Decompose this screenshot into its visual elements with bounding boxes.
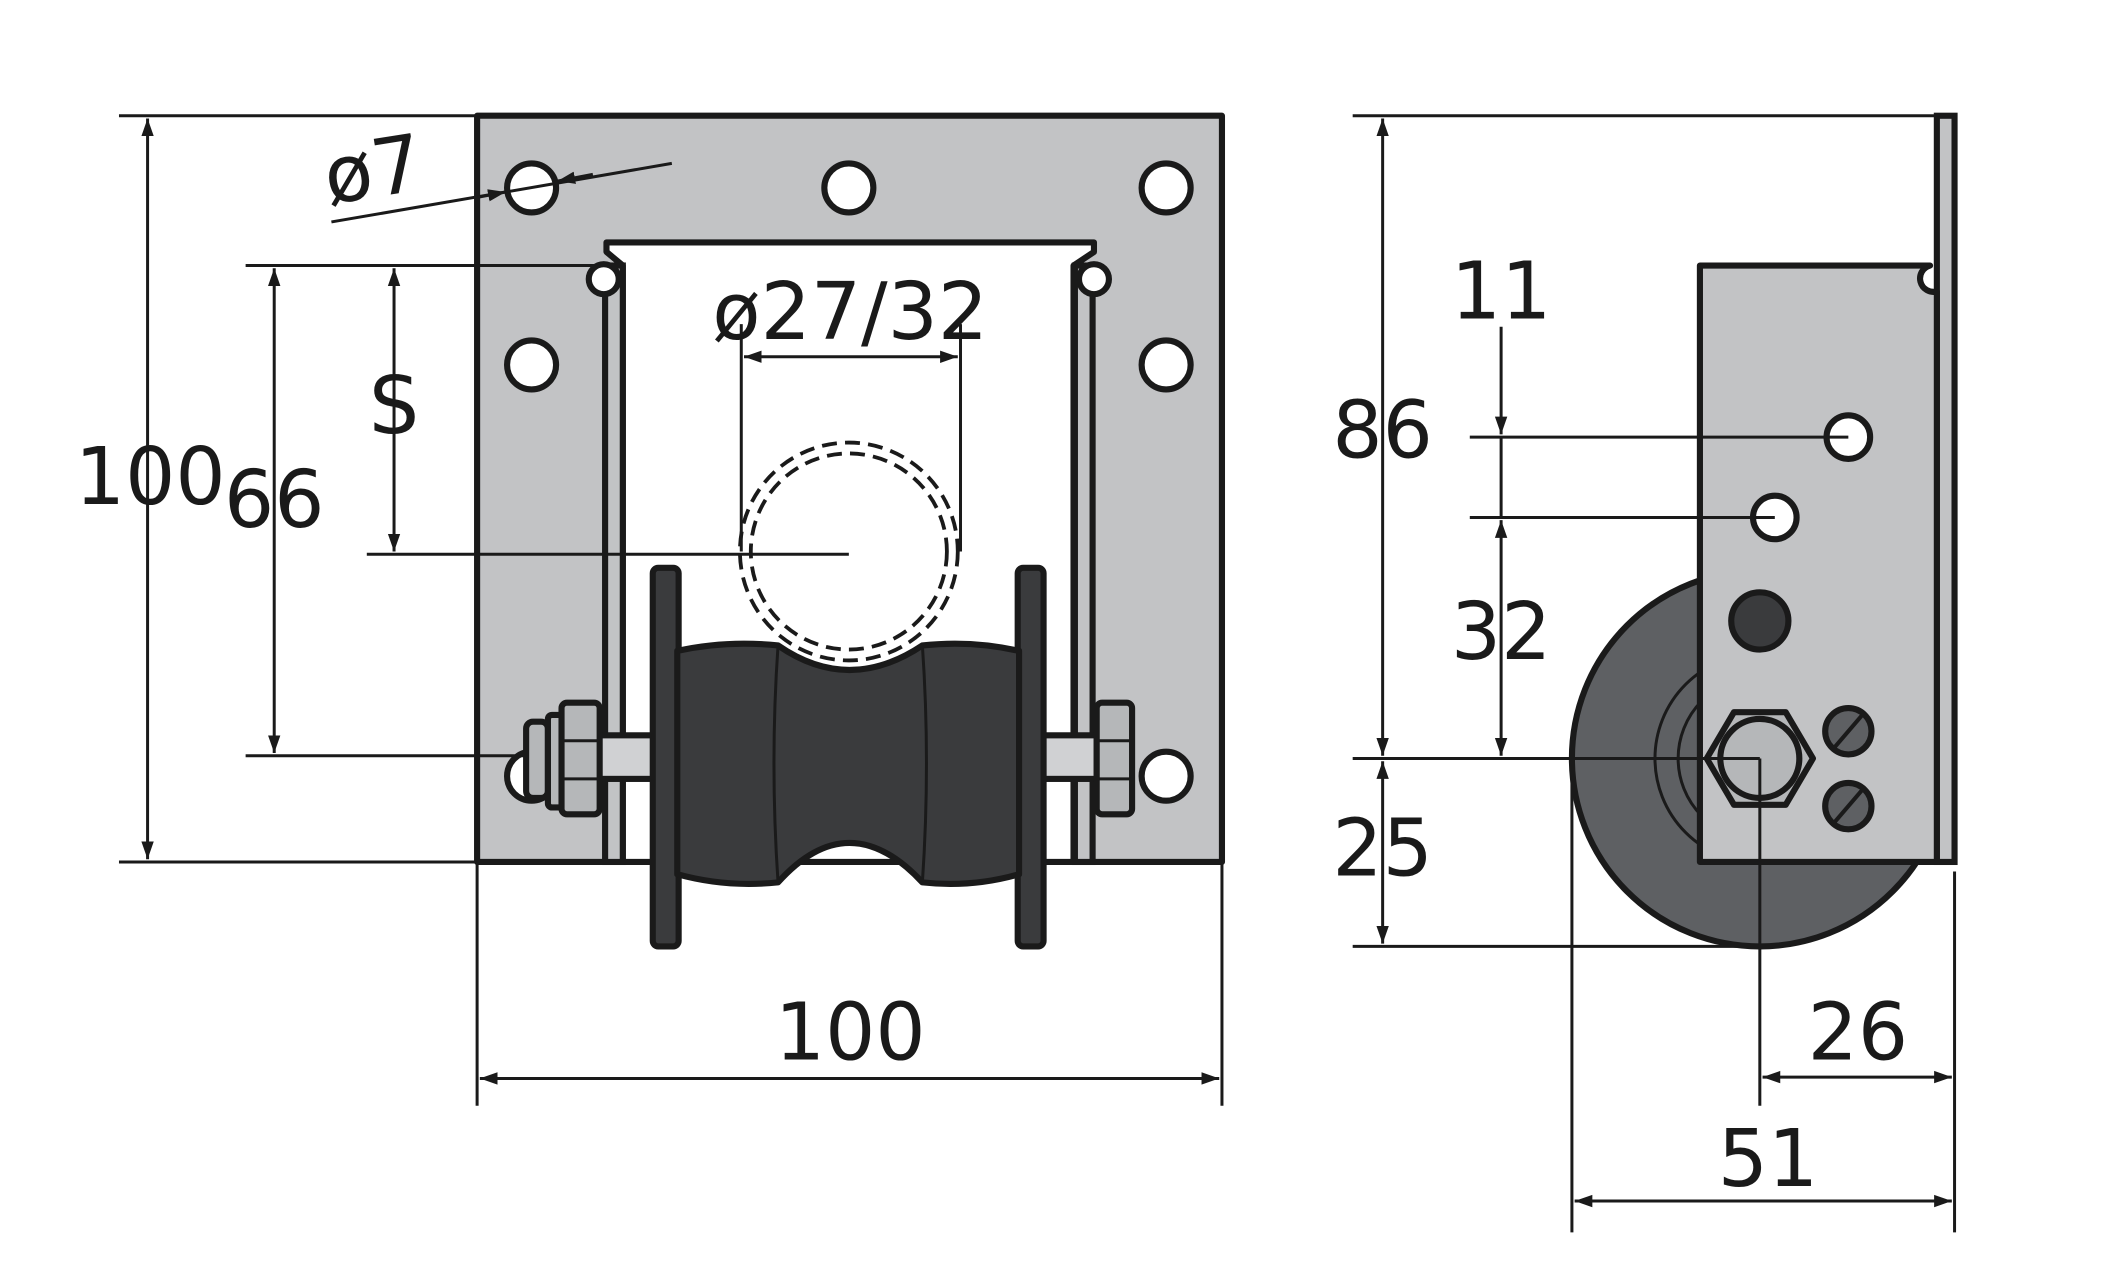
label-side-26: 26 xyxy=(1808,986,1909,1078)
hole-bottom-right xyxy=(1138,748,1194,804)
roller-body xyxy=(674,640,1023,887)
label-height-total: 100 xyxy=(75,431,226,523)
hole-mid-right xyxy=(1138,337,1194,393)
label-side-25: 25 xyxy=(1332,803,1433,895)
side-screws xyxy=(1822,705,1875,833)
right-nut xyxy=(1093,699,1136,818)
side-plug xyxy=(1728,589,1792,653)
label-side-51: 51 xyxy=(1718,1113,1819,1205)
label-side-11: 11 xyxy=(1451,246,1552,338)
front-view: ø7 ø27/32 100 66 S 100 xyxy=(75,112,1226,1106)
hole-top-center xyxy=(821,160,877,216)
hole-top-right xyxy=(1138,160,1194,216)
hole-mid-left xyxy=(503,337,560,393)
pipe-outline xyxy=(738,440,960,663)
label-stroke-s: S xyxy=(369,360,419,452)
label-side-86: 86 xyxy=(1332,385,1433,477)
label-pipe-dia: ø27/32 xyxy=(712,266,988,358)
notch-right xyxy=(1075,261,1112,298)
label-hole-dia: ø7 xyxy=(317,117,429,223)
label-height-66: 66 xyxy=(224,454,325,546)
side-view: 86 11 32 25 26 51 xyxy=(1332,112,1958,1233)
front-dimensions xyxy=(118,114,1224,1106)
side-dimensions xyxy=(1352,114,1957,1233)
label-side-32: 32 xyxy=(1451,586,1552,678)
left-nut xyxy=(523,699,603,818)
notch-left xyxy=(585,261,622,298)
label-width-total: 100 xyxy=(775,986,926,1078)
